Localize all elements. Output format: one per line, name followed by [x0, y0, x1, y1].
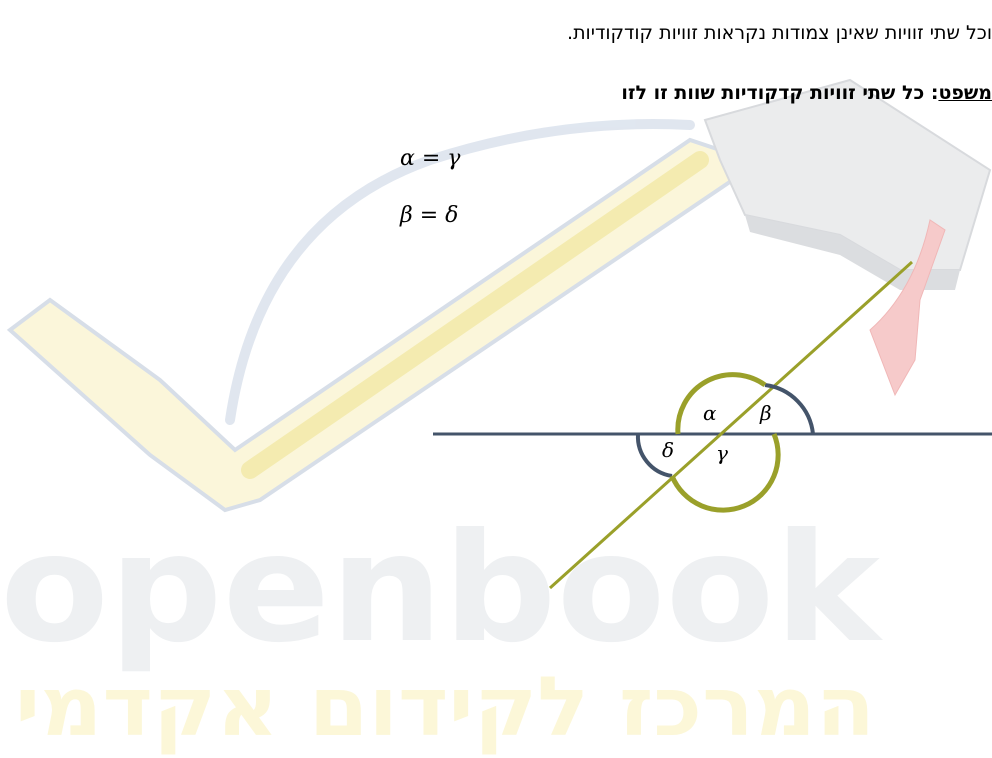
theorem-body: כל שתי זוויות קדקודיות שוות זו לזו: [621, 82, 931, 104]
definition-line: וכל שתי זוויות שאינן צמודות נקראות זוויו…: [567, 22, 992, 44]
tassel-icon: [869, 219, 946, 397]
equation-alpha-gamma: α = γ: [400, 146, 460, 171]
angle-label-gamma: γ: [716, 441, 728, 465]
angle-label-delta: δ: [662, 438, 674, 462]
angle-arc-delta: [635, 433, 673, 478]
angle-arc-beta: [764, 383, 815, 435]
watermark-tagline: המרכז לקידום אקדמי: [15, 660, 875, 755]
equation-rhs: γ: [447, 146, 461, 171]
equation-op: =: [421, 146, 441, 171]
equation-rhs: δ: [445, 203, 459, 228]
angle-label-beta: β: [759, 401, 772, 425]
equation-beta-delta: β = δ: [400, 203, 458, 228]
equation-lhs: α: [400, 146, 415, 171]
angle-label-alpha: α: [703, 401, 717, 425]
equation-lhs: β: [400, 203, 413, 228]
theorem-colon: :: [930, 82, 939, 104]
watermark-logo-text: openbook: [0, 502, 883, 676]
angle-arc-gamma: [669, 433, 781, 513]
angle-arc-alpha: [675, 372, 767, 435]
equation-op: =: [419, 203, 439, 228]
theorem-label: משפט: [938, 82, 992, 104]
theorem-statement: משפט: כל שתי זוויות קדקודיות שוות זו לזו: [0, 82, 992, 104]
transversal-line: [548, 260, 914, 590]
